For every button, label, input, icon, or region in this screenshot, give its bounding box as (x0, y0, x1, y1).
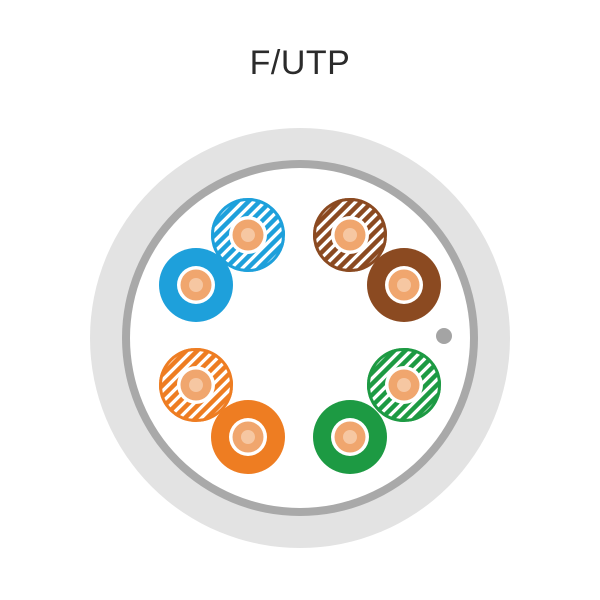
cable-interior (130, 168, 470, 508)
blue-pair-striped-outline (211, 198, 285, 272)
brown-pair-striped-outline (313, 198, 387, 272)
blue-pair-solid-conductor-highlight (189, 278, 203, 292)
green-pair-solid-wire (313, 400, 387, 474)
orange-pair-striped-conductor-highlight (189, 378, 203, 392)
orange-pair-striped-wire (159, 348, 233, 422)
twisted-pairs (159, 198, 441, 474)
orange-pair-striped-outline (159, 348, 233, 422)
drain-wire (436, 328, 452, 344)
green-pair-solid-conductor-highlight (343, 430, 357, 444)
brown-pair-solid-conductor-highlight (397, 278, 411, 292)
green-pair-striped-conductor-highlight (397, 378, 411, 392)
brown-pair-striped-wire (313, 198, 387, 272)
blue-pair-striped-conductor-highlight (241, 228, 255, 242)
blue-pair-striped-wire (211, 198, 285, 272)
blue-pair-solid-wire (159, 248, 233, 322)
green-pair-striped-outline (367, 348, 441, 422)
brown-pair-solid-wire (367, 248, 441, 322)
orange-pair-solid-wire (211, 400, 285, 474)
brown-pair-striped-conductor-highlight (343, 228, 357, 242)
orange-pair-solid-conductor-highlight (241, 430, 255, 444)
green-pair-striped-wire (367, 348, 441, 422)
page-title: F/UTP (249, 44, 351, 82)
